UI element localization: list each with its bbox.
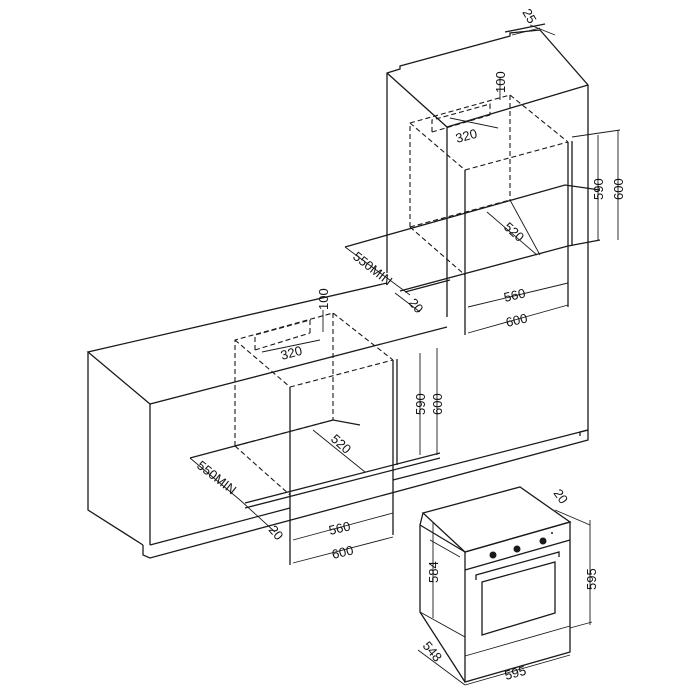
tall-niche-height-min-label: 590 (591, 178, 606, 200)
oven-total-height-label: 595 (584, 568, 599, 590)
under-counter-dimensions (189, 310, 438, 564)
under-niche-width-min-label: 560 (327, 518, 352, 537)
under-counter-labels: 100 320 590 600 520 550MIN 20 560 600 (194, 288, 445, 562)
oven-knob-icon (513, 545, 521, 553)
under-niche-depth-label: 520 (328, 431, 354, 457)
under-vent-width-label: 320 (279, 343, 304, 363)
tall-labels: 25 100 320 590 600 520 550MIN 20 560 600 (350, 6, 626, 330)
oven-depth-label: 548 (420, 638, 445, 664)
oven (419, 486, 572, 683)
tall-niche-width-min-label: 560 (502, 285, 527, 304)
oven-width-label: 595 (503, 663, 528, 683)
oven-window (481, 561, 556, 636)
tall-top-offset-label: 25 (519, 6, 539, 26)
under-niche-height-max-label: 600 (430, 393, 445, 415)
oven-body-height-label: 584 (426, 561, 441, 583)
tall-cabinet-depth-label: 550MIN (350, 249, 395, 289)
tall-niche-height-max-label: 600 (611, 178, 626, 200)
oven-handle-icon (475, 551, 560, 580)
under-counter-cabinet (86, 282, 589, 559)
oven-dimensions (417, 509, 593, 686)
tall-dimensions (344, 24, 621, 334)
oven-knob-icon (539, 537, 547, 545)
tall-cabinet (386, 23, 589, 436)
tall-rear-gap-label: 20 (406, 295, 427, 316)
oven-knob-icon (489, 551, 497, 559)
under-counter-niche (189, 312, 441, 565)
under-vent-height-label: 100 (316, 288, 331, 310)
under-niche-width-max-label: 600 (330, 542, 355, 561)
under-niche-height-min-label: 590 (413, 393, 428, 415)
under-cabinet-depth-label: 550MIN (194, 458, 239, 498)
tall-niche-depth-label: 520 (501, 219, 527, 245)
oven-panel-depth-label: 20 (551, 486, 572, 506)
tall-vent-height-label: 100 (493, 71, 508, 93)
tall-niche (344, 94, 601, 335)
tall-vent-width-label: 320 (454, 126, 479, 146)
tall-niche-width-max-label: 600 (504, 310, 529, 329)
